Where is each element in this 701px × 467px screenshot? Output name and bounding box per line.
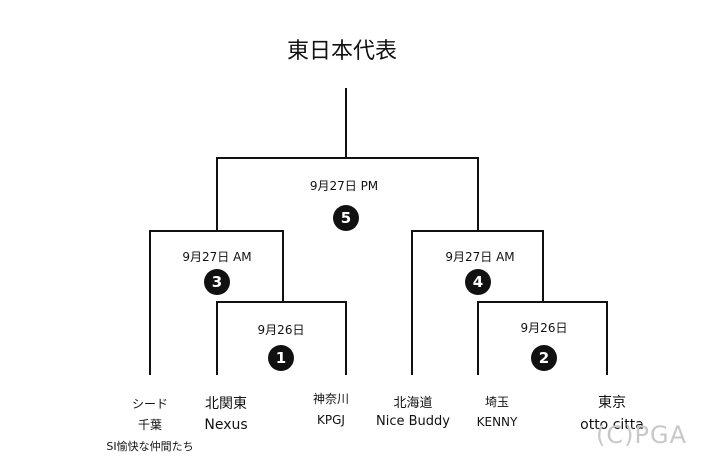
match1-number-badge: 1 bbox=[268, 345, 294, 371]
match3-number-badge: 3 bbox=[204, 269, 230, 295]
team-seed-extra: SI愉快な仲間たち bbox=[106, 440, 194, 453]
team-kanagawa-region: 神奈川 bbox=[312, 392, 350, 406]
match3-date: 9月27日 AM bbox=[182, 250, 252, 264]
copyright-watermark: (C)PGA bbox=[596, 421, 687, 449]
team-kitakanto-name: Nexus bbox=[204, 417, 248, 433]
team-seed-region: シード bbox=[131, 397, 169, 411]
match5-bracket bbox=[216, 157, 479, 230]
match5-number-badge: 5 bbox=[333, 205, 359, 231]
team-hokkaido-name: Nice Buddy bbox=[376, 414, 450, 429]
bracket-title: 東日本代表 bbox=[286, 39, 398, 64]
team-hokkaido-region: 北海道 bbox=[393, 396, 433, 411]
match2-number-badge: 2 bbox=[531, 345, 557, 371]
team-tokyo-region: 東京 bbox=[598, 395, 626, 411]
match4-date: 9月27日 AM bbox=[445, 250, 515, 264]
match5-date: 9月27日 PM bbox=[309, 179, 379, 193]
team-tokyo-name: otto citta bbox=[580, 417, 644, 433]
match2-date: 9月26日 bbox=[520, 321, 568, 335]
match2-bracket bbox=[477, 301, 608, 375]
match1-bracket bbox=[216, 301, 347, 375]
match1-date: 9月26日 bbox=[257, 323, 305, 337]
team-seed-name: 千葉 bbox=[137, 418, 163, 432]
team-saitama-name: KENNY bbox=[476, 415, 518, 429]
match3-bracket bbox=[149, 230, 284, 375]
team-kitakanto-region: 北関東 bbox=[205, 396, 247, 412]
team-saitama-region: 埼玉 bbox=[484, 395, 510, 409]
match4-bracket bbox=[411, 230, 544, 375]
team-kanagawa-name: KPGJ bbox=[317, 413, 345, 427]
match4-number-badge: 4 bbox=[465, 269, 491, 295]
